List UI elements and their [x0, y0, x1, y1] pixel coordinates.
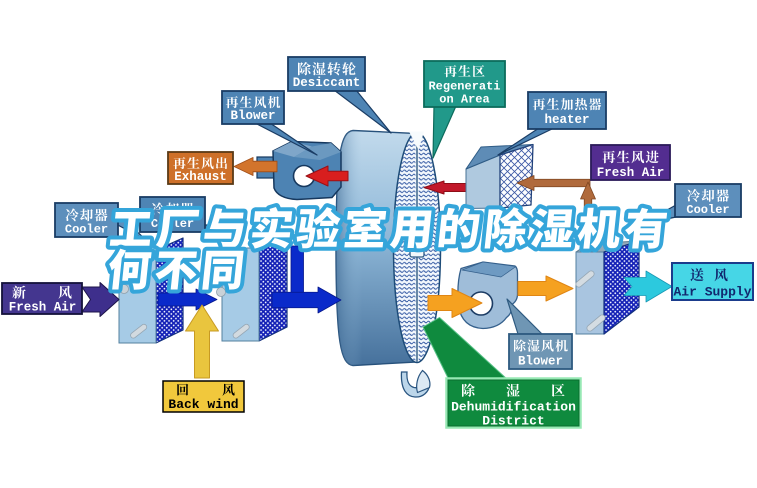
svg-text:Blower: Blower — [518, 355, 563, 369]
svg-text:Desiccant: Desiccant — [293, 76, 361, 90]
svg-text:Cooler: Cooler — [65, 223, 108, 237]
svg-text:Fresh Air: Fresh Air — [597, 166, 665, 180]
svg-text:District: District — [482, 414, 544, 429]
svg-text:Air Supply: Air Supply — [673, 285, 751, 300]
svg-text:Fresh Air: Fresh Air — [9, 301, 77, 315]
svg-text:Regenerati: Regenerati — [428, 80, 500, 94]
svg-text:Exhaust: Exhaust — [174, 170, 227, 184]
svg-text:Back wind: Back wind — [168, 397, 238, 412]
svg-text:on Area: on Area — [439, 93, 489, 107]
svg-text:Dehumidification: Dehumidification — [451, 400, 576, 415]
svg-text:heater: heater — [544, 113, 589, 127]
svg-text:Blower: Blower — [230, 109, 275, 123]
svg-text:Cooler: Cooler — [686, 203, 729, 217]
